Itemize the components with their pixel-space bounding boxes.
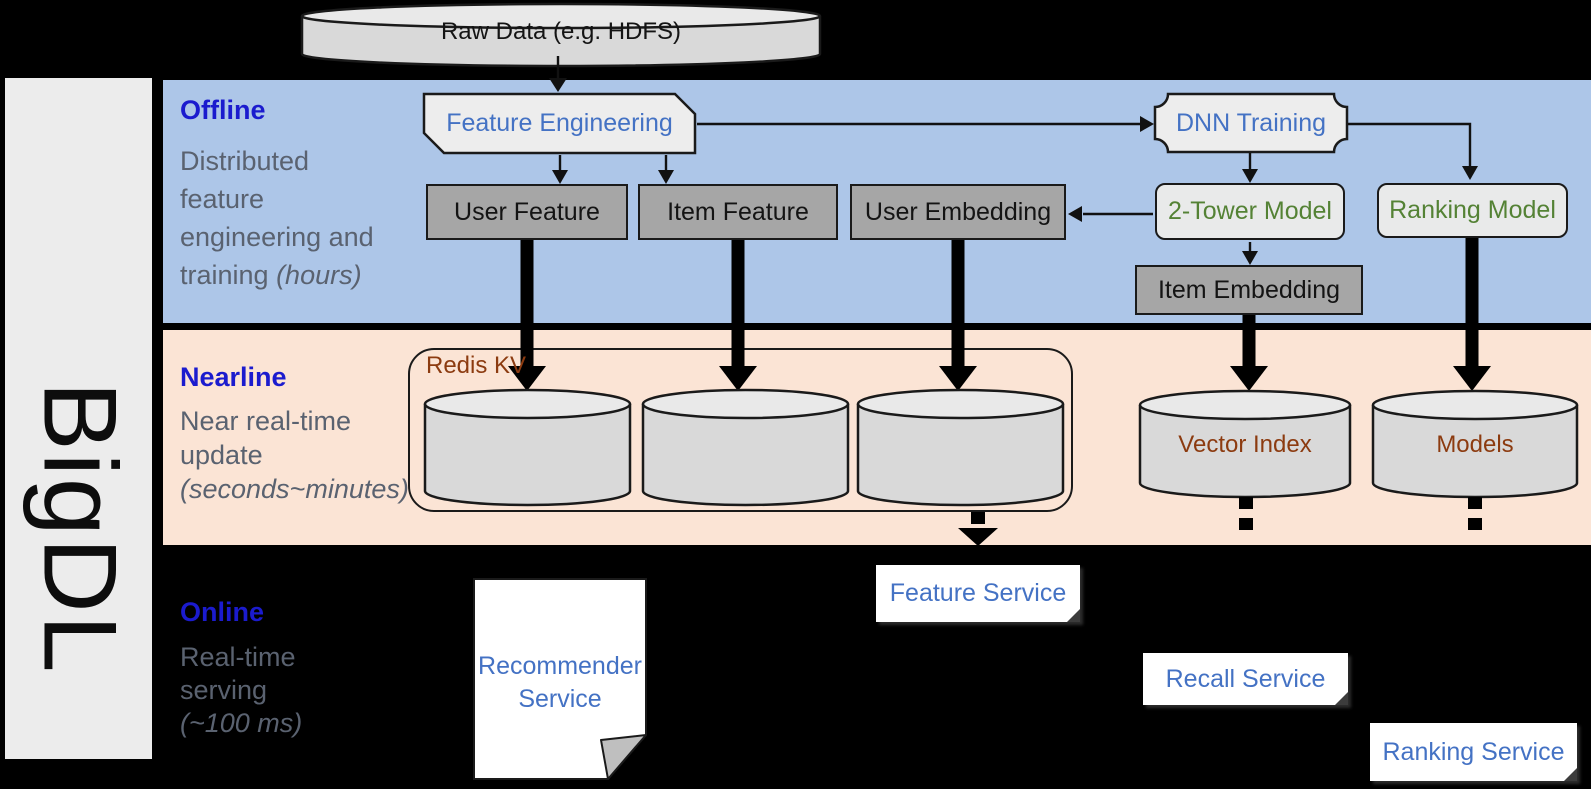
ranking-service-node: Ranking Service	[1370, 723, 1577, 781]
dnn-training-node: DNN Training	[1175, 108, 1327, 137]
arrow-dnn-to-ranking-model	[1348, 122, 1472, 167]
nearline-title: Nearline	[180, 362, 287, 392]
vector-index-label: Vector Index	[1178, 431, 1312, 458]
recommender-service-label: Recommender Service	[478, 652, 642, 713]
models-label: Models	[1436, 431, 1514, 458]
thin-arrows	[549, 56, 1478, 265]
bigdl-sidebar: BigDL	[5, 78, 152, 759]
models-dashed-stub	[1468, 497, 1482, 530]
redis-cylinders	[423, 388, 1065, 507]
user-embedding-node: User Embedding	[850, 184, 1066, 240]
feature-engineering-shape	[422, 92, 697, 155]
recall-service-node: Recall Service	[1143, 653, 1348, 705]
raw-data-label: Raw Data (e.g. HDFS)	[440, 18, 682, 45]
user-feature-node: User Feature	[426, 184, 628, 240]
item-feature-node: Item Feature	[638, 184, 838, 240]
vector-index-cylinder	[1138, 389, 1352, 499]
redis-cylinder-2	[641, 388, 850, 420]
recommender-service-document	[473, 578, 647, 780]
ranking-model-node: Ranking Model	[1377, 183, 1568, 238]
redis-exit-arrow	[958, 512, 998, 546]
raw-data-cylinder	[300, 2, 822, 68]
redis-cylinder-1	[423, 388, 632, 420]
offline-title: Offline	[180, 95, 266, 125]
feature-engineering-node: Feature Engineering	[446, 109, 673, 137]
thick-arrows	[508, 238, 1491, 391]
online-title: Online	[180, 597, 265, 627]
online-description: Real-time serving (~100 ms)	[180, 642, 303, 738]
feature-service-node: Feature Service	[876, 565, 1080, 622]
offline-description: Distributed feature engineering and trai…	[180, 146, 374, 290]
nearline-description: Near real-time update (seconds~minutes)	[180, 406, 409, 504]
models-cylinder	[1371, 389, 1579, 499]
item-embedding-node: Item Embedding	[1135, 265, 1363, 315]
redis-cylinder-3	[856, 388, 1065, 420]
redis-kv-label: Redis KV	[426, 352, 527, 379]
dnn-training-shape	[1153, 92, 1349, 154]
two-tower-model-node: 2-Tower Model	[1155, 183, 1345, 240]
vector-index-dashed-stub	[1239, 497, 1253, 530]
